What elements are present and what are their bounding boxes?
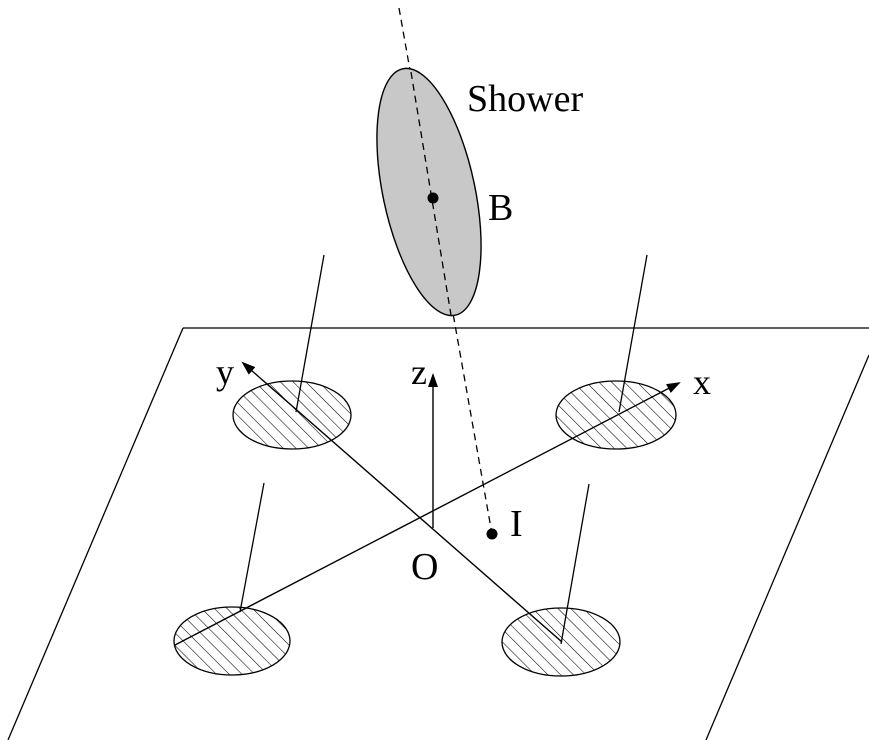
axis-z-label: z (411, 352, 427, 392)
shower-ellipse (376, 67, 482, 317)
detector-top-left (232, 380, 352, 450)
axis-x-label: x (693, 362, 711, 402)
coordinate-axes (174, 361, 681, 646)
point-b-label: B (488, 187, 513, 229)
origin-label: O (411, 546, 438, 588)
detector-bottom-left (173, 606, 291, 676)
detector-posts (239, 254, 648, 645)
axis-y-label: y (216, 352, 234, 392)
point-i-dot (486, 528, 498, 540)
shower-label: Shower (467, 78, 583, 120)
point-i-label: I (510, 503, 523, 545)
point-b-dot (427, 192, 439, 204)
ground-plane (7, 327, 869, 740)
